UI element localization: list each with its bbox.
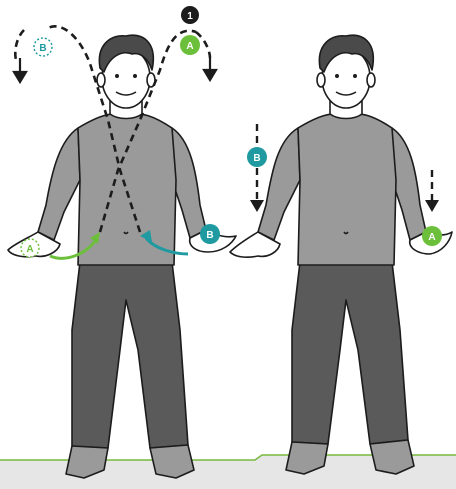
svg-text:A: A — [186, 41, 193, 52]
figure-left — [8, 35, 236, 478]
shoe-left-2 — [150, 445, 194, 478]
arm-right-1 — [258, 128, 300, 240]
arm-right-2 — [392, 128, 426, 240]
arm-left-2 — [172, 128, 206, 238]
figure-right — [230, 35, 452, 474]
svg-text:B: B — [206, 230, 213, 241]
shirt-right — [298, 114, 396, 265]
svg-text:B: B — [253, 153, 260, 164]
svg-text:A: A — [26, 244, 33, 255]
arm-left-1 — [38, 128, 80, 240]
shoe-right-2 — [370, 440, 414, 474]
svg-text:B: B — [39, 43, 46, 54]
svg-text:1: 1 — [187, 11, 193, 22]
step-number-badge: 1 — [181, 6, 199, 24]
ball-a-top: A — [180, 35, 200, 55]
svg-text:A: A — [428, 232, 435, 243]
pants-left — [72, 262, 188, 448]
ball-b-right: B — [247, 147, 267, 167]
ball-a-dotted-hand: A — [21, 239, 39, 257]
ball-b-hand: B — [200, 224, 220, 244]
pants-right — [292, 262, 408, 444]
ball-a-right: A — [422, 226, 442, 246]
ball-b-dotted-top: B — [34, 38, 52, 56]
